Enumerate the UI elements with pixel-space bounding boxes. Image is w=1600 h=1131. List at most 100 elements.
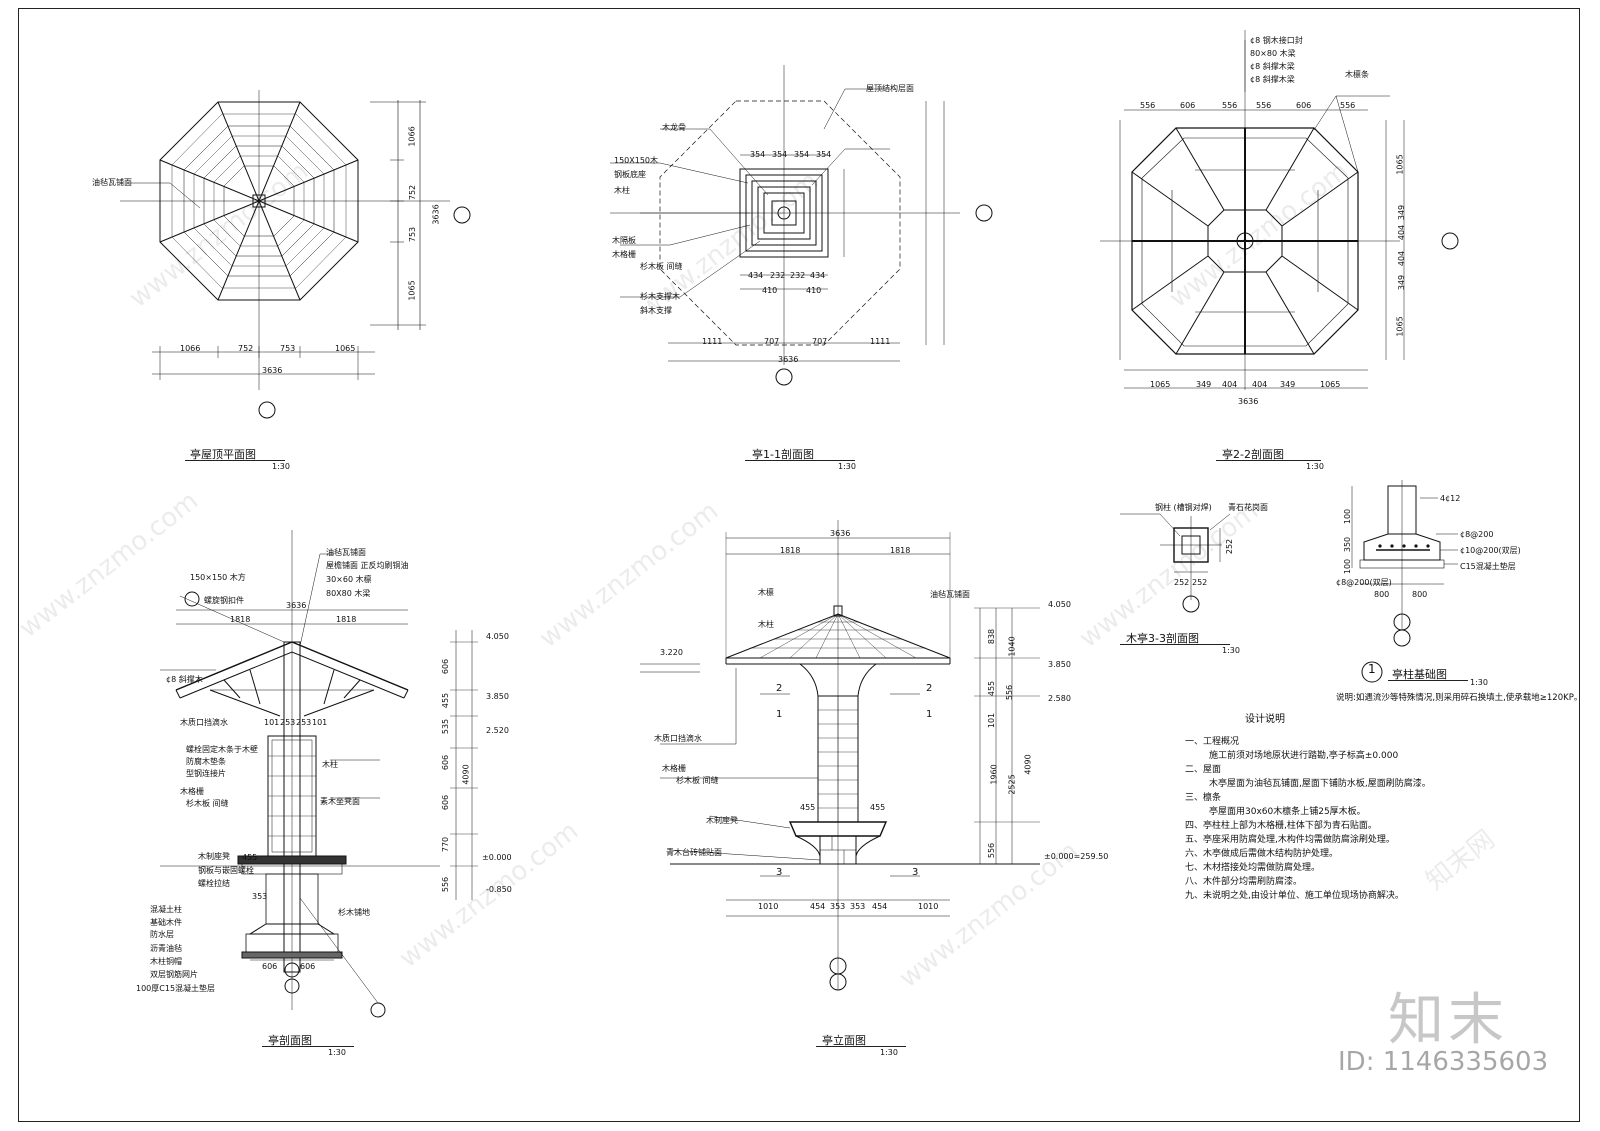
el-dim-r2: 455	[987, 680, 997, 697]
drawing-frame	[18, 8, 1580, 1122]
ps-dim-353: 353	[252, 892, 268, 901]
roof-dim-total: 3636	[262, 366, 283, 375]
section1-octagon	[659, 100, 901, 346]
s2-label-3: ¢8 斜撑木梁	[1250, 75, 1295, 84]
foundation-marker	[1361, 661, 1383, 683]
s1-dim-base3: 707	[812, 337, 828, 346]
s1-dim-t2: 354	[772, 150, 788, 159]
el-sec-2a: 2	[776, 683, 783, 694]
note-2: 二、屋面	[1185, 765, 1222, 775]
elevation-scale: 1:30	[880, 1048, 898, 1057]
ps-dim-total: 3636	[286, 601, 307, 610]
roof-dim-b1: 1066	[180, 344, 201, 353]
ps-label-24: 木柱铜帽	[150, 957, 182, 966]
ps-elev-0: 4.050	[486, 632, 509, 641]
s1-label-1: 150X150木	[614, 156, 659, 165]
roof-dim-r2: 752	[408, 184, 418, 201]
s2-dim-t6: 556	[1340, 101, 1356, 110]
el-label-3: 木质口挡滴水	[654, 734, 702, 743]
s3-label-0: 钢柱 (槽钢对焊)	[1155, 503, 1212, 512]
s1-dim-b1: 434	[748, 271, 764, 280]
pavilion-section-view	[160, 530, 478, 1018]
fd-label-4: C15混凝土垫层	[1460, 562, 1516, 571]
s2-dim-t3: 556	[1222, 101, 1238, 110]
el-sec-2b: 2	[926, 683, 933, 694]
ps-label-2: 30×60 木檩	[326, 575, 372, 584]
s1-dim-b2: 232	[770, 271, 786, 280]
ps-dim-total-right: 4090	[461, 764, 471, 785]
ps-label-10: 型钢连接片	[186, 769, 226, 778]
s1-label-0: 木龙骨	[662, 123, 686, 132]
roof-dim-r4: 1065	[407, 280, 417, 301]
s3-dim-0: 252	[1174, 578, 1190, 587]
ps-dim-t1: 1818	[230, 615, 251, 624]
ps-dim-r4: 606	[441, 754, 451, 771]
ps-dim-r6: 770	[441, 836, 451, 853]
ps-dim-base1: 606	[262, 962, 278, 971]
el-dim-r0: 838	[987, 628, 997, 645]
ps-label-15: 木制座凳	[198, 852, 230, 861]
fd-dim-0: 800	[1374, 590, 1390, 599]
ps-elev-2: 2.520	[486, 726, 509, 735]
el-dim-b4: 353	[850, 902, 866, 911]
s2-dim-r5: 349	[1397, 274, 1407, 291]
design-notes-title: 设计说明	[1245, 714, 1285, 725]
fd-marker-num: 1	[1368, 662, 1376, 676]
s2-dim-b3: 404	[1222, 380, 1238, 389]
ps-dim-m2: 253	[280, 718, 296, 727]
el-dim-b5: 454	[872, 902, 888, 911]
note-8: 六、木亭做成后需做木结构防护处理。	[1185, 849, 1339, 859]
s1-dim-t1: 354	[750, 150, 766, 159]
el-dim-b6: 1010	[918, 902, 939, 911]
s2-dim-b4: 404	[1252, 380, 1268, 389]
roof-dim-total-right: 3636	[431, 204, 441, 225]
s1-dim-base2: 707	[764, 337, 780, 346]
s2-dim-total: 3636	[1238, 397, 1259, 406]
roof-plan-title: 亭屋顶平面图	[190, 448, 256, 461]
el-dim-r1: 1040	[1007, 636, 1017, 657]
s1-dim-b3: 232	[790, 271, 806, 280]
ps-label-6: ¢8 斜撑木	[166, 675, 203, 684]
fd-label-1: ¢8@200	[1460, 530, 1494, 539]
ps-dim-r2: 455	[441, 692, 451, 709]
s1-dim-b4: 434	[810, 271, 826, 280]
section-3-title: 木亭3-3剖面图	[1126, 632, 1199, 645]
el-label-5: 杉木板 间缝	[676, 776, 719, 785]
ps-label-20: 100厚C15混凝土垫层	[136, 984, 216, 993]
s2-dim-r6: 1065	[1395, 316, 1405, 337]
el-elev-0: 4.050	[1048, 600, 1071, 609]
s1-label-8: 斜木支撑	[640, 306, 672, 315]
fd-label-2: ¢10@200(双层)	[1460, 546, 1521, 555]
roof-label-tiles: 油毡瓦铺面	[92, 178, 132, 187]
note-11: 九、未说明之处,由设计单位、施工单位现场协商解决。	[1185, 891, 1404, 901]
ps-dim-m3: 253	[296, 718, 312, 727]
ps-label-5: 螺旋钢扣件	[204, 596, 244, 605]
elevation-title: 亭立面图	[822, 1034, 866, 1047]
el-sec-3b: 3	[912, 867, 919, 878]
ps-dim-base2: 606	[300, 962, 316, 971]
el-dim-b2: 454	[810, 902, 826, 911]
el-label-1: 木柱	[758, 620, 774, 629]
ps-dim-m4: 101	[312, 718, 328, 727]
fd-dim-1: 800	[1412, 590, 1428, 599]
s1-dim-bb1: 410	[762, 286, 778, 295]
s2-dim-t5: 606	[1296, 101, 1312, 110]
note-6: 四、亭柱柱上部为木格栅,柱体下部为青石贴面。	[1185, 821, 1377, 831]
pavilion-section-scale: 1:30	[328, 1048, 346, 1057]
el-dim-r5: 1960	[989, 764, 999, 785]
el-elev-4: ±0.000=259.50	[1044, 852, 1109, 861]
s1-label-6: 杉木板 间缝	[640, 262, 683, 271]
fd-label-0: 4¢12	[1440, 494, 1461, 503]
ps-label-4: 150×150 木方	[190, 573, 246, 582]
s1-dim-base4: 1111	[870, 337, 891, 346]
ps-label-18: 混凝土柱	[150, 905, 182, 914]
el-elev-1: 3.850	[1048, 660, 1071, 669]
note-7: 五、亭座采用防腐处理,木构件均需做防腐涂刷处理。	[1185, 835, 1395, 845]
el-sec-1a: 1	[776, 709, 783, 720]
el-dim-r4: 101	[987, 712, 997, 729]
el-dim-total-right: 4090	[1023, 754, 1033, 775]
el-dim-seat1: 455	[800, 803, 816, 812]
ps-dim-r3: 535	[441, 718, 451, 735]
s2-dim-b5: 349	[1280, 380, 1296, 389]
section-2-title: 亭2-2剖面图	[1222, 448, 1284, 461]
